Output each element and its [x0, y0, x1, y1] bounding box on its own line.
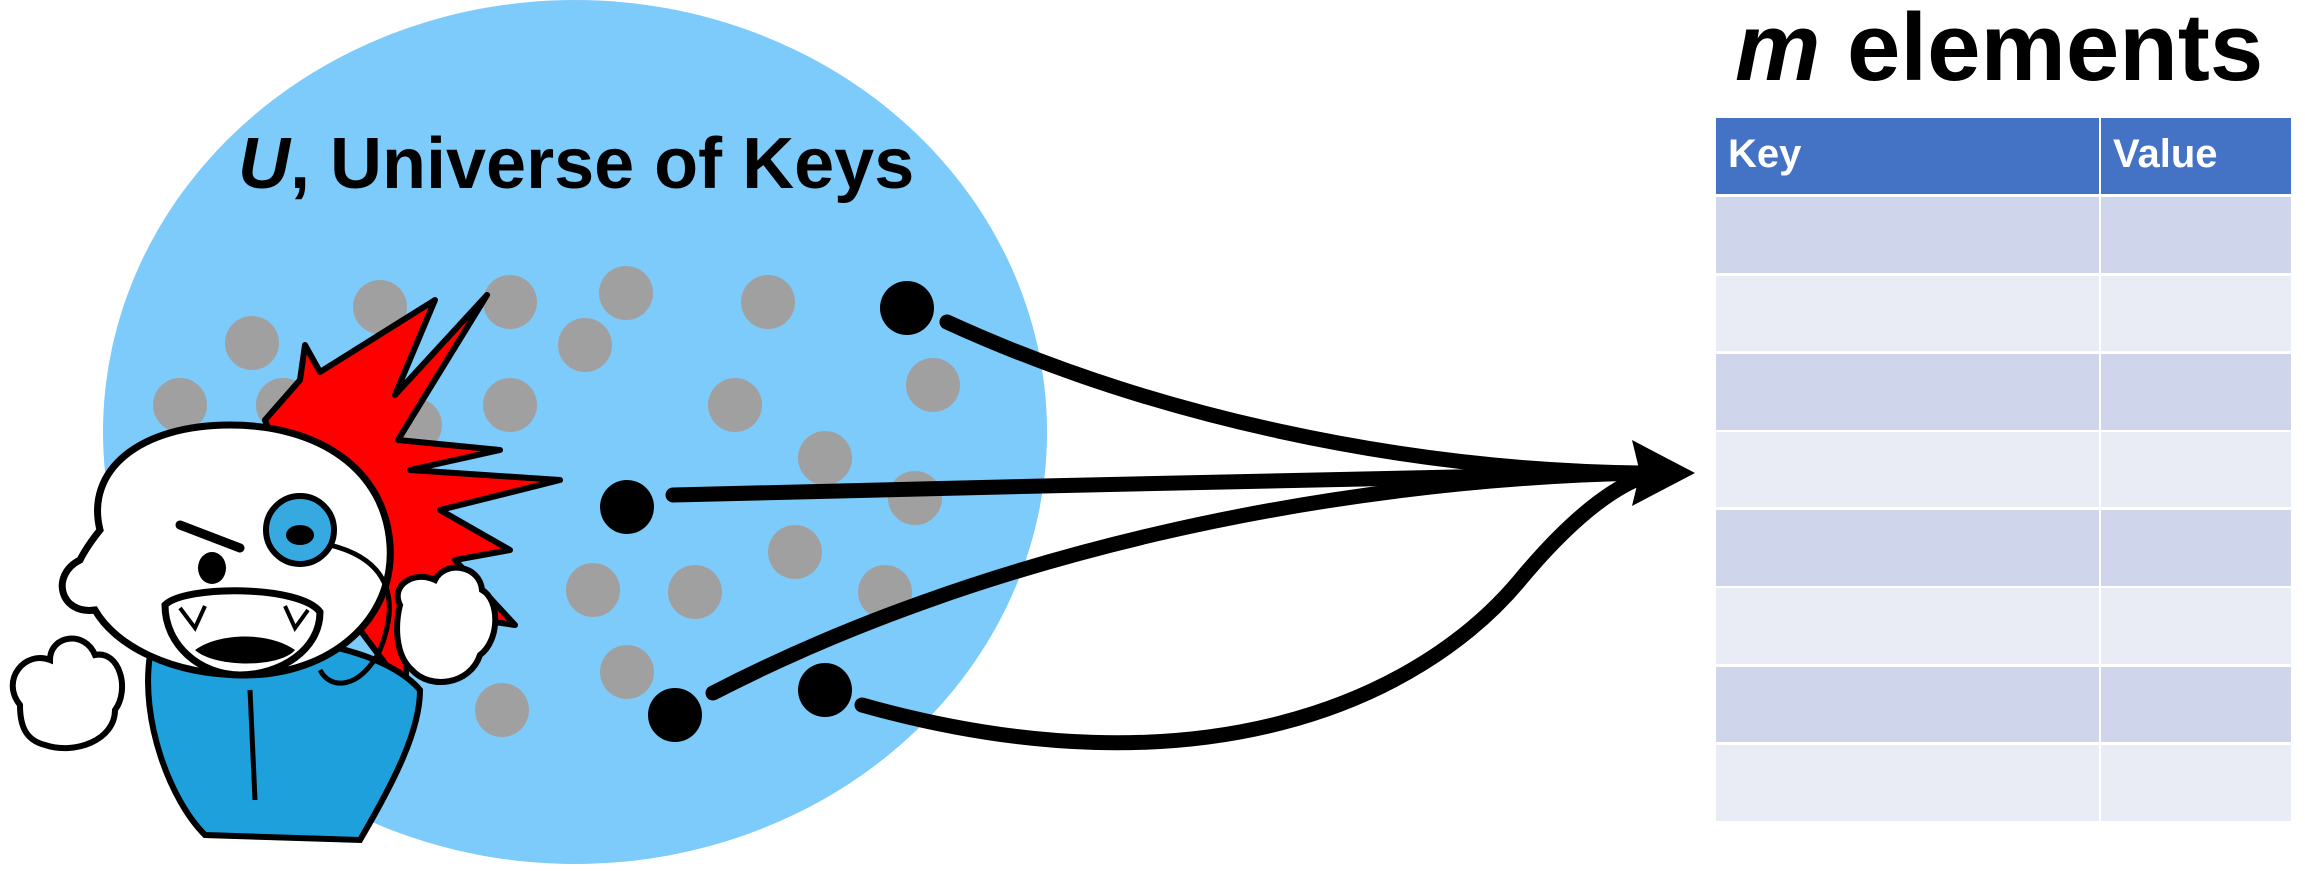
value-cell [2101, 432, 2291, 507]
gray-key [741, 275, 795, 329]
table-header-key [1716, 118, 2099, 194]
hash-table: Key Value [1716, 118, 2291, 821]
value-cell [2101, 197, 2291, 273]
teeth [178, 605, 310, 632]
selected-key [648, 688, 702, 742]
table-row [1716, 745, 2291, 821]
key-cell [1716, 197, 2099, 273]
table-row [1716, 667, 2291, 742]
arrow-path [705, 465, 1648, 701]
header-key-label: Key [1728, 132, 1802, 176]
key-cell [1716, 588, 2099, 664]
coat-collar [247, 689, 258, 801]
header-value-label: Value [2113, 132, 2218, 176]
value-cell [2101, 745, 2291, 821]
gray-key [225, 316, 279, 370]
right-eye [286, 525, 314, 545]
table-header-value [2101, 118, 2291, 194]
gray-key [483, 378, 537, 432]
value-cell [2101, 510, 2291, 586]
left-fist [9, 635, 126, 752]
universe-label: , Universe of Keys [290, 124, 914, 204]
table-row [1716, 588, 2291, 664]
key-cell [1716, 276, 2099, 351]
value-cell [2101, 667, 2291, 742]
hash-arrows [665, 314, 1648, 751]
table-row [1716, 197, 2291, 273]
gray-key [906, 358, 960, 412]
value-cell [2101, 276, 2291, 351]
gray-key [768, 525, 822, 579]
key-cell [1716, 354, 2099, 430]
table-title: m elements [1735, 0, 2263, 101]
gray-key [668, 565, 722, 619]
table-title-label: elements [1820, 0, 2263, 101]
gray-key [483, 275, 537, 329]
gray-key [353, 280, 407, 334]
tongue [195, 636, 295, 664]
value-cell [2101, 354, 2291, 430]
key-cell [1716, 510, 2099, 586]
arrow-path [939, 314, 1648, 481]
key-cell [1716, 745, 2099, 821]
left-eye [198, 552, 226, 584]
gray-key [888, 471, 942, 525]
value-cell [2101, 588, 2291, 664]
gray-key [708, 378, 762, 432]
table-row [1716, 276, 2291, 351]
selected-key [880, 281, 934, 335]
monocle-chain [317, 542, 392, 686]
gray-key [558, 318, 612, 372]
universe-title: U, Universe of Keys [238, 124, 914, 204]
selected-key [798, 663, 852, 717]
key-cell [1716, 432, 2099, 507]
table-row [1716, 510, 2291, 586]
arrow-head [1632, 440, 1695, 506]
gray-key [599, 266, 653, 320]
table-row [1716, 432, 2291, 507]
table-row [1716, 354, 2291, 430]
gray-key [600, 645, 654, 699]
arrow-path [854, 470, 1648, 751]
universe-symbol: U [238, 124, 292, 204]
right-fist [394, 564, 499, 685]
table-title-symbol: m [1735, 0, 1820, 101]
gray-key [475, 683, 529, 737]
selected-key [600, 480, 654, 534]
key-cell [1716, 667, 2099, 742]
gray-key [566, 563, 620, 617]
gray-key [153, 378, 207, 432]
gray-key [798, 431, 852, 485]
selected-keys [600, 281, 934, 742]
brow [175, 520, 245, 553]
angry-professor-icon [9, 292, 563, 844]
